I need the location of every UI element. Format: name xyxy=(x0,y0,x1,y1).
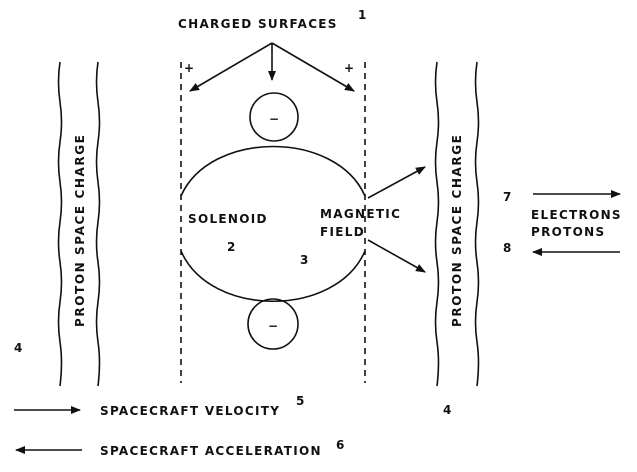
label-number-6: 6 xyxy=(336,438,344,452)
label-number-1: 1 xyxy=(358,8,366,22)
field-label: FIELD xyxy=(320,225,365,239)
label-number-4-bottom: 4 xyxy=(443,403,451,417)
arrow-to-right-surface xyxy=(271,42,355,92)
proton-boundary-right-inner xyxy=(434,61,440,387)
negative-charge-circle-bottom xyxy=(247,298,299,350)
spacecraft-velocity-label: SPACECRAFT VELOCITY xyxy=(100,404,280,418)
proton-boundary-left-inner xyxy=(95,61,101,387)
field-arrow-upper xyxy=(367,166,426,199)
minus-sign-bottom: − xyxy=(268,319,278,333)
proton-space-charge-label-right: PROTON SPACE CHARGE xyxy=(450,134,464,327)
label-number-5: 5 xyxy=(296,394,304,408)
minus-sign-top: − xyxy=(269,112,279,126)
proton-space-charge-label-left: PROTON SPACE CHARGE xyxy=(73,134,87,327)
label-number-3: 3 xyxy=(300,253,308,267)
magnetic-field-arc-bottom xyxy=(180,250,366,302)
plus-sign-left: + xyxy=(184,61,194,75)
label-number-2: 2 xyxy=(227,240,235,254)
spacecraft-acceleration-label: SPACECRAFT ACCELERATION xyxy=(100,444,322,458)
proton-boundary-right-outer xyxy=(474,61,480,387)
arrow-to-left-surface xyxy=(189,42,273,92)
protons-label: PROTONS xyxy=(531,225,605,239)
plus-sign-right: + xyxy=(344,61,354,75)
proton-boundary-left-outer xyxy=(57,61,63,387)
magnetic-field-arc-top xyxy=(180,145,366,197)
charged-surfaces-label: CHARGED SURFACES xyxy=(178,17,338,31)
label-number-7: 7 xyxy=(503,190,511,204)
negative-charge-circle-top xyxy=(249,92,299,142)
label-number-8: 8 xyxy=(503,241,511,255)
label-number-4-left: 4 xyxy=(14,341,22,355)
solenoid-label: SOLENOID xyxy=(188,212,268,226)
field-arrow-lower xyxy=(367,239,426,273)
electrons-label: ELECTRONS xyxy=(531,208,622,222)
magnetic-label: MAGNETIC xyxy=(320,207,401,221)
